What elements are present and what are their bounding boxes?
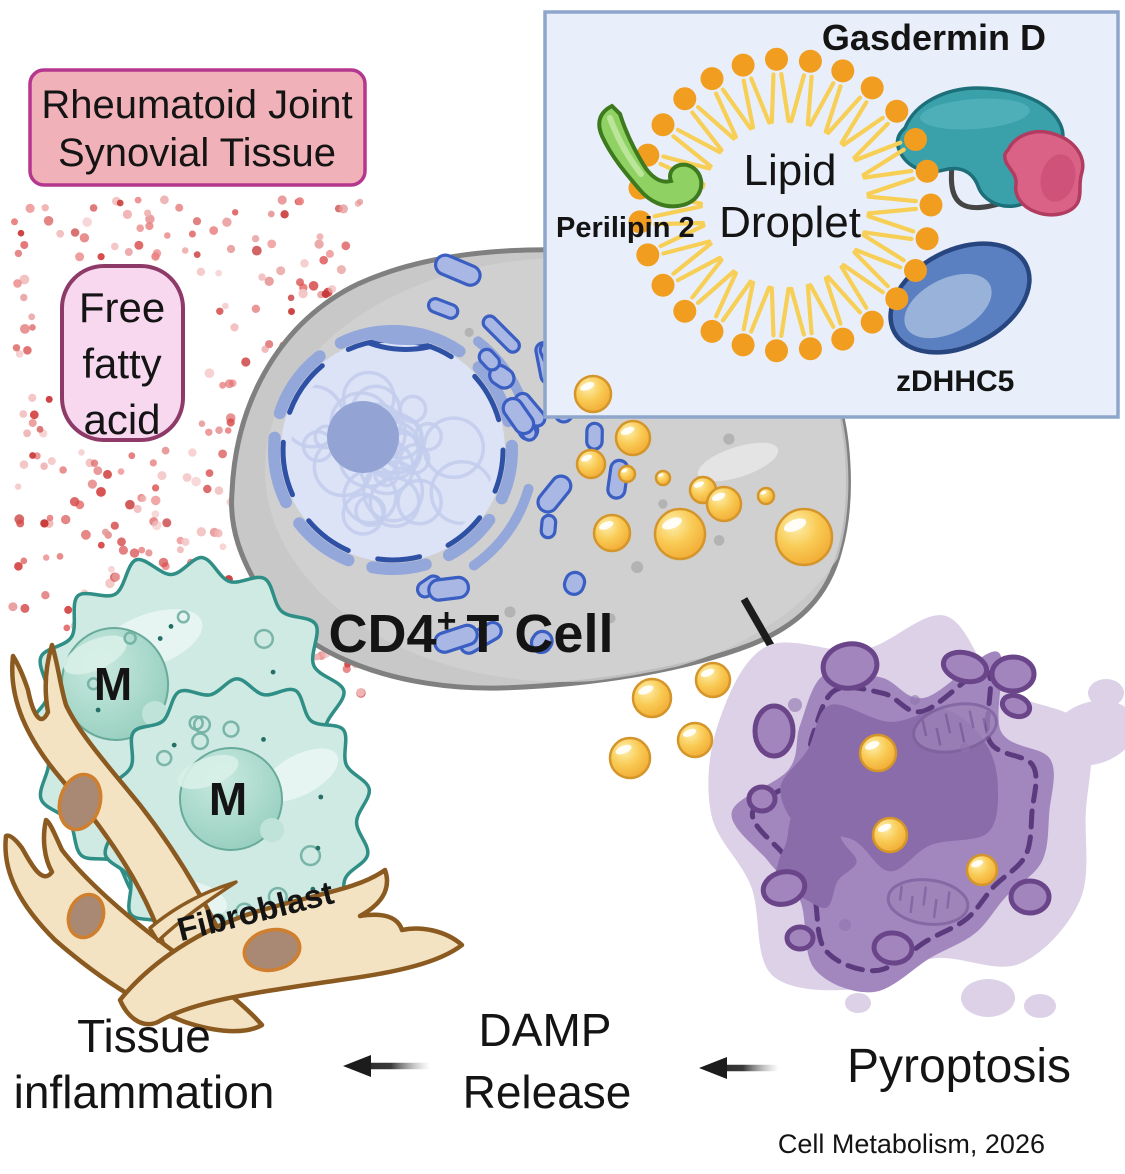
- t-cell-nucleus: [268, 325, 518, 575]
- tissue-inflammation-label: Tissue: [77, 1010, 211, 1062]
- membrane-blebs: [746, 641, 1052, 966]
- halo-splotch: [845, 993, 871, 1013]
- macrophage-label: M: [94, 658, 132, 710]
- fibroblast-nuclei: [57, 772, 302, 973]
- flow-arrow-left-2: [699, 1057, 779, 1079]
- lipid-droplet-escaping: [573, 374, 613, 414]
- mitochondrion: [886, 878, 970, 926]
- flow-arrow-left-1: [343, 1055, 430, 1077]
- damp-release-label-2: Release: [463, 1066, 632, 1118]
- synovial-title-box: Rheumatoid Joint Synovial Tissue: [28, 68, 367, 187]
- free-fatty-acid-box: Free fatty acid: [60, 264, 185, 443]
- halo-splotch: [1050, 700, 1125, 766]
- ffa-line3: acid: [83, 396, 160, 443]
- perilipin-2-protein: [597, 103, 704, 209]
- citation: Cell Metabolism, 2026: [778, 1129, 1045, 1159]
- pyroptosis-label: Pyroptosis: [847, 1040, 1071, 1093]
- fibroblast-prong: [148, 880, 238, 943]
- halo-splotch: [961, 979, 1015, 1017]
- gasdermin-partner-protein: [1002, 129, 1085, 217]
- lipid-droplets-in-pyroptotic-cell: [858, 733, 999, 887]
- synovial-title-line1: Rheumatoid Joint: [41, 83, 352, 127]
- lipid-droplet-label-2: Droplet: [719, 198, 861, 247]
- fibroblast-nucleus: [242, 927, 302, 973]
- lipid-droplet-label: Lipid: [744, 146, 837, 195]
- mitochondrion: [912, 702, 998, 754]
- ffa-line1: Free: [79, 284, 165, 331]
- macrophage-label: M: [209, 773, 247, 825]
- synovial-title-line2: Synovial Tissue: [58, 131, 336, 175]
- nucleolus: [327, 401, 399, 473]
- fibroblast-nucleus: [66, 892, 106, 940]
- fibroblast-nucleus: [57, 772, 103, 832]
- nuclear-envelope: [268, 325, 518, 575]
- phospholipid-monolayer-ring: [628, 47, 943, 363]
- pyroptotic-cell: [708, 615, 1125, 1018]
- lipid-droplets-in-cell: [575, 419, 834, 567]
- tissue-inflammation-label-2: inflammation: [14, 1066, 275, 1118]
- halo-splotch: [1024, 994, 1056, 1018]
- zdhhc5-label: zDHHC5: [896, 365, 1014, 398]
- inset-panel: Lipid Droplet Gasdermin D Perilipin 2 zD…: [543, 10, 1120, 419]
- pyroptotic-texture: [788, 695, 970, 931]
- perilipin-2-label: Perilipin 2: [556, 212, 695, 244]
- gasdermin-d-label: Gasdermin D: [822, 17, 1046, 58]
- released-lipid-droplets: [608, 661, 732, 780]
- damp-release-label: DAMP: [479, 1004, 612, 1056]
- ffa-line2: fatty: [82, 340, 161, 387]
- cd4-t-cell-label: CD4+T Cell: [329, 602, 614, 664]
- halo-splotch: [1088, 679, 1124, 707]
- cell-highlight: [697, 442, 779, 482]
